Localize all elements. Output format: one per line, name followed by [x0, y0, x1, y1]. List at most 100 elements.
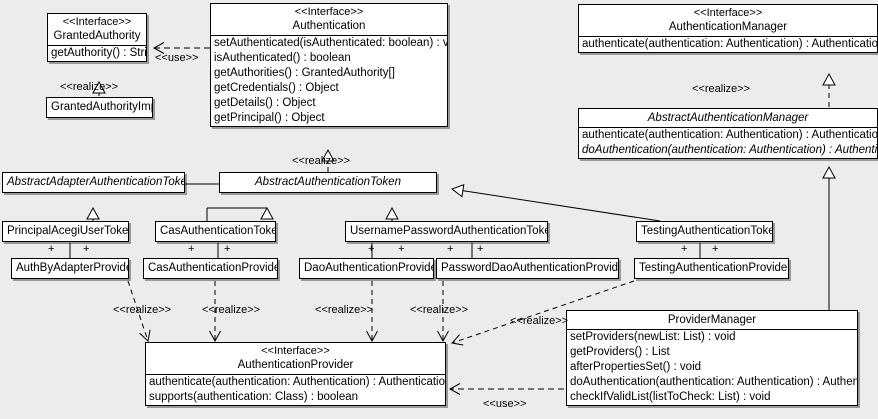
edge-label-realize-abstract-auth-token: <<realize>> [292, 155, 351, 167]
member-row: supports(authentication: Class) : boolea… [149, 391, 359, 403]
stereotype-label: <<Interface>> [261, 345, 330, 357]
class-header: UsernamePasswordAuthenticationToken [346, 222, 547, 241]
class-members: getAuthority() : String [48, 45, 146, 61]
multiplicity-marker: + [447, 243, 454, 255]
class-name: AbstractAuthenticationManager [647, 112, 809, 124]
class-cas-authentication-token[interactable]: CasAuthenticationToken [155, 221, 276, 242]
class-name: CasAuthenticationProvider [148, 262, 278, 274]
class-name: CasAuthenticationToken [160, 225, 276, 237]
class-name: TestingAuthenticationToken [641, 225, 773, 237]
multiplicity-marker: + [83, 243, 90, 255]
class-authentication[interactable]: <<Interface>> Authentication setAuthenti… [210, 3, 448, 127]
class-name: TestingAuthenticationProvider [639, 262, 789, 274]
class-members: authenticate(authentication: Authenticat… [579, 127, 877, 158]
member-row: authenticate(authentication: Authenticat… [149, 376, 445, 388]
multiplicity-marker: + [368, 243, 375, 255]
edge-label-realize-auth-by-adapter: <<realize>> [113, 304, 172, 316]
member-row: isAuthenticated() : boolean [214, 52, 351, 64]
member-row: doAuthentication(authentication: Authent… [570, 376, 857, 388]
multiplicity-marker: + [712, 243, 719, 255]
class-name: AuthenticationProvider [237, 359, 354, 371]
class-granted-authority-impl[interactable]: GrantedAuthorityImpl [46, 97, 153, 118]
multiplicity-marker: + [681, 243, 688, 255]
edge-label-realize-password-dao-provider: <<realize>> [410, 304, 469, 316]
edge-label-realize-granted-authority-impl: <<realize>> [60, 81, 119, 93]
edge-label-use-granted-authority: <<use>> [155, 52, 199, 64]
member-row: getDetails() : Object [214, 97, 316, 109]
class-testing-authentication-provider[interactable]: TestingAuthenticationProvider [634, 258, 789, 279]
class-name: AbstractAuthenticationToken [255, 176, 401, 188]
edge-label-use-provider-manager: <<use>> [483, 398, 527, 410]
member-row: doAuthentication(authentication: Authent… [582, 144, 877, 156]
stereotype-label: <<Interface>> [62, 16, 132, 28]
class-name: AuthenticationManager [668, 21, 788, 33]
class-name: DaoAuthenticationProvider [304, 262, 434, 274]
class-header: PrincipalAcegiUserToken [3, 222, 128, 241]
multiplicity-marker: + [188, 243, 195, 255]
class-header: CasAuthenticationToken [156, 222, 275, 241]
member-row: setProviders(newList: List) : void [570, 331, 736, 343]
class-header: GrantedAuthorityImpl [47, 98, 152, 117]
class-name: ProviderManager [667, 314, 757, 326]
multiplicity-marker: + [398, 243, 405, 255]
class-name: PasswordDaoAuthenticationProvider [441, 262, 619, 274]
class-header: <<Interface>> GrantedAuthority [48, 14, 146, 45]
multiplicity-marker: + [224, 243, 231, 255]
class-auth-by-adapter-provider[interactable]: AuthByAdapterProvider [11, 258, 129, 279]
class-name: AbstractAdapterAuthenticationToken [7, 176, 185, 188]
class-abstract-authentication-manager[interactable]: AbstractAuthenticationManager authentica… [578, 108, 878, 159]
class-header: AbstractAuthenticationManager [579, 109, 877, 127]
edge-label-realize-dao-provider: <<realize>> [315, 304, 374, 316]
class-header: ProviderManager [567, 311, 857, 329]
class-principal-acegi-user-token[interactable]: PrincipalAcegiUserToken [2, 221, 129, 242]
class-cas-authentication-provider[interactable]: CasAuthenticationProvider [143, 258, 278, 279]
class-testing-authentication-token[interactable]: TestingAuthenticationToken [636, 221, 773, 242]
class-name: UsernamePasswordAuthenticationToken [350, 225, 548, 237]
class-header: TestingAuthenticationProvider [635, 259, 788, 278]
multiplicity-marker: + [48, 243, 55, 255]
class-members: setAuthenticated(isAuthenticated: boolea… [211, 35, 447, 126]
class-authentication-provider[interactable]: <<Interface>> AuthenticationProvider aut… [145, 342, 446, 406]
multiplicity-marker: + [477, 243, 484, 255]
class-abstract-adapter-authentication-token[interactable]: AbstractAdapterAuthenticationToken [2, 172, 185, 193]
class-provider-manager[interactable]: ProviderManager setProviders(newList: Li… [566, 310, 858, 406]
member-row: setAuthenticated(isAuthenticated: boolea… [214, 37, 447, 49]
class-header: <<Interface>> AuthenticationManager [579, 5, 877, 36]
member-row: authenticate(authentication: Authenticat… [582, 129, 877, 141]
edge-label-realize-testing-provider: <<realize>> [510, 315, 569, 327]
member-row: getPrincipal() : Object [214, 112, 325, 124]
class-dao-authentication-provider[interactable]: DaoAuthenticationProvider [299, 258, 434, 279]
class-header: DaoAuthenticationProvider [300, 259, 433, 278]
edge-label-realize-abstract-auth-manager: <<realize>> [692, 83, 751, 95]
class-authentication-manager[interactable]: <<Interface>> AuthenticationManager auth… [578, 4, 878, 53]
member-row: checkIfValidList(listToCheck: List) : vo… [570, 391, 771, 403]
class-password-dao-authentication-provider[interactable]: PasswordDaoAuthenticationProvider [436, 258, 619, 279]
member-row: getAuthority() : String [51, 47, 146, 59]
member-row: getProviders() : List [570, 346, 670, 358]
class-username-password-authentication-token[interactable]: UsernamePasswordAuthenticationToken [345, 221, 548, 242]
stereotype-label: <<Interface>> [693, 7, 763, 19]
class-name: PrincipalAcegiUserToken [7, 225, 129, 237]
class-abstract-authentication-token[interactable]: AbstractAuthenticationToken [219, 172, 437, 193]
class-header: <<Interface>> AuthenticationProvider [146, 343, 445, 374]
class-header: AbstractAuthenticationToken [220, 173, 436, 192]
class-members: authenticate(authentication: Authenticat… [146, 374, 445, 405]
member-row: getCredentials() : Object [214, 82, 339, 94]
stereotype-label: <<Interface>> [294, 6, 364, 18]
member-row: afterPropertiesSet() : void [570, 361, 702, 373]
member-row: getAuthorities() : GrantedAuthority[] [214, 67, 395, 79]
class-name: AuthByAdapterProvider [16, 262, 129, 274]
class-name: Authentication [292, 20, 366, 32]
edge-label-realize-cas-provider: <<realize>> [202, 304, 261, 316]
member-row: authenticate(authentication: Authenticat… [582, 38, 877, 50]
class-header: AbstractAdapterAuthenticationToken [3, 173, 184, 192]
class-name: GrantedAuthority [53, 30, 141, 42]
class-granted-authority[interactable]: <<Interface>> GrantedAuthority getAuthor… [47, 13, 147, 62]
class-header: CasAuthenticationProvider [144, 259, 277, 278]
class-header: TestingAuthenticationToken [637, 222, 772, 241]
class-header: PasswordDaoAuthenticationProvider [437, 259, 618, 278]
class-members: setProviders(newList: List) : void getPr… [567, 329, 857, 405]
class-header: AuthByAdapterProvider [12, 259, 128, 278]
class-name: GrantedAuthorityImpl [51, 101, 153, 113]
